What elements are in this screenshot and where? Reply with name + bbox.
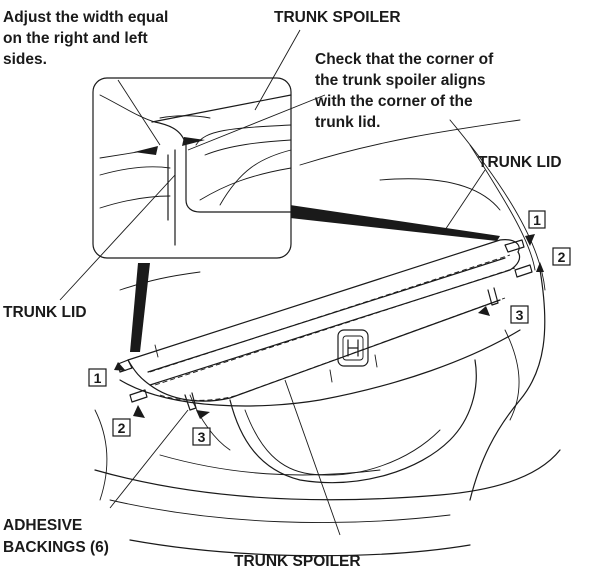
label-trunk-lid-right: TRUNK LID bbox=[478, 154, 562, 171]
step-number-right-3: 3 bbox=[510, 305, 529, 324]
label-trunk-spoiler-bottom: TRUNK SPOILER bbox=[234, 553, 361, 570]
step-number-right-1: 1 bbox=[528, 210, 546, 229]
step-number-left-1: 1 bbox=[88, 368, 107, 387]
leader-lines bbox=[59, 29, 486, 536]
step-number-left-2: 2 bbox=[112, 418, 131, 437]
label-adjust-width: Adjust the width equal on the right and … bbox=[3, 9, 173, 68]
svg-text:2: 2 bbox=[558, 249, 566, 265]
svg-text:3: 3 bbox=[198, 429, 206, 445]
svg-text:1: 1 bbox=[533, 212, 541, 228]
svg-text:1: 1 bbox=[94, 370, 102, 386]
direction-arrows bbox=[114, 234, 544, 419]
detail-inset bbox=[92, 77, 500, 352]
svg-text:2: 2 bbox=[118, 420, 126, 436]
inset-projection-right bbox=[290, 205, 500, 241]
trunk-spoiler bbox=[117, 239, 533, 411]
label-trunk-spoiler-top: TRUNK SPOILER bbox=[274, 9, 401, 26]
width-arrow-right bbox=[182, 137, 205, 146]
label-adhesive-backings: ADHESIVE BACKINGS (6) bbox=[3, 517, 109, 556]
svg-text:3: 3 bbox=[516, 307, 524, 323]
step-number-right-2: 2 bbox=[552, 247, 571, 266]
step-number-left-3: 3 bbox=[192, 427, 211, 446]
honda-emblem bbox=[337, 329, 369, 367]
width-arrow-left bbox=[134, 146, 158, 155]
label-trunk-lid-left: TRUNK LID bbox=[3, 304, 87, 321]
label-check-corner: Check that the corner of the trunk spoil… bbox=[314, 51, 498, 131]
inset-projection-left bbox=[130, 263, 150, 352]
